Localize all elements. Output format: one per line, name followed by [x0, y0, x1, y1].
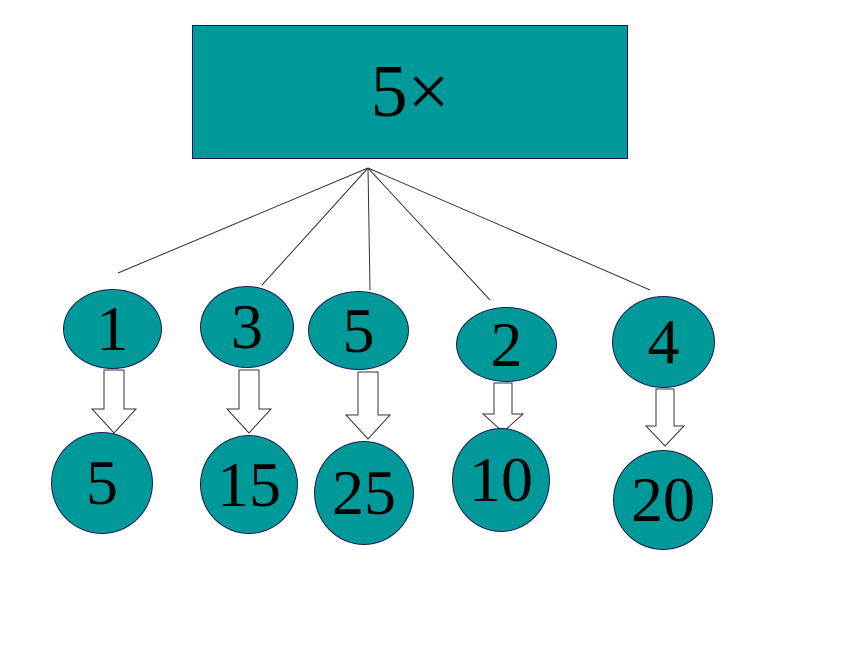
connector-line-5 [367, 167, 651, 291]
product-node-3: 25 [314, 441, 414, 545]
product-label-4: 10 [469, 444, 533, 515]
header-label: 5× [370, 50, 450, 133]
factor-node-1: 1 [63, 289, 162, 369]
factor-node-5: 4 [612, 296, 715, 388]
factor-label-1: 1 [96, 293, 129, 364]
down-arrow-icon [481, 382, 525, 433]
product-node-4: 10 [452, 428, 550, 532]
product-node-1: 5 [51, 432, 153, 534]
connector-line-2 [261, 167, 369, 286]
factor-label-2: 3 [231, 291, 263, 362]
factor-label-3: 5 [342, 294, 375, 366]
product-node-2: 15 [200, 435, 298, 534]
product-label-1: 5 [86, 447, 118, 518]
multiplier-header-box: 5× [192, 25, 628, 159]
product-label-5: 20 [631, 464, 695, 535]
connector-line-4 [367, 167, 491, 301]
factor-node-2: 3 [200, 286, 294, 368]
product-node-5: 20 [613, 450, 713, 550]
down-arrow-icon [225, 369, 273, 434]
down-arrow-icon [644, 388, 686, 447]
connector-line-1 [117, 167, 369, 274]
factor-label-4: 2 [490, 308, 523, 380]
factor-label-5: 4 [647, 306, 680, 377]
factor-node-4: 2 [456, 307, 557, 382]
down-arrow-icon [344, 371, 392, 440]
product-label-3: 25 [332, 457, 396, 528]
down-arrow-icon [90, 369, 138, 434]
factor-node-3: 5 [308, 291, 409, 370]
product-label-2: 15 [217, 448, 281, 520]
connector-line-3 [367, 167, 371, 291]
